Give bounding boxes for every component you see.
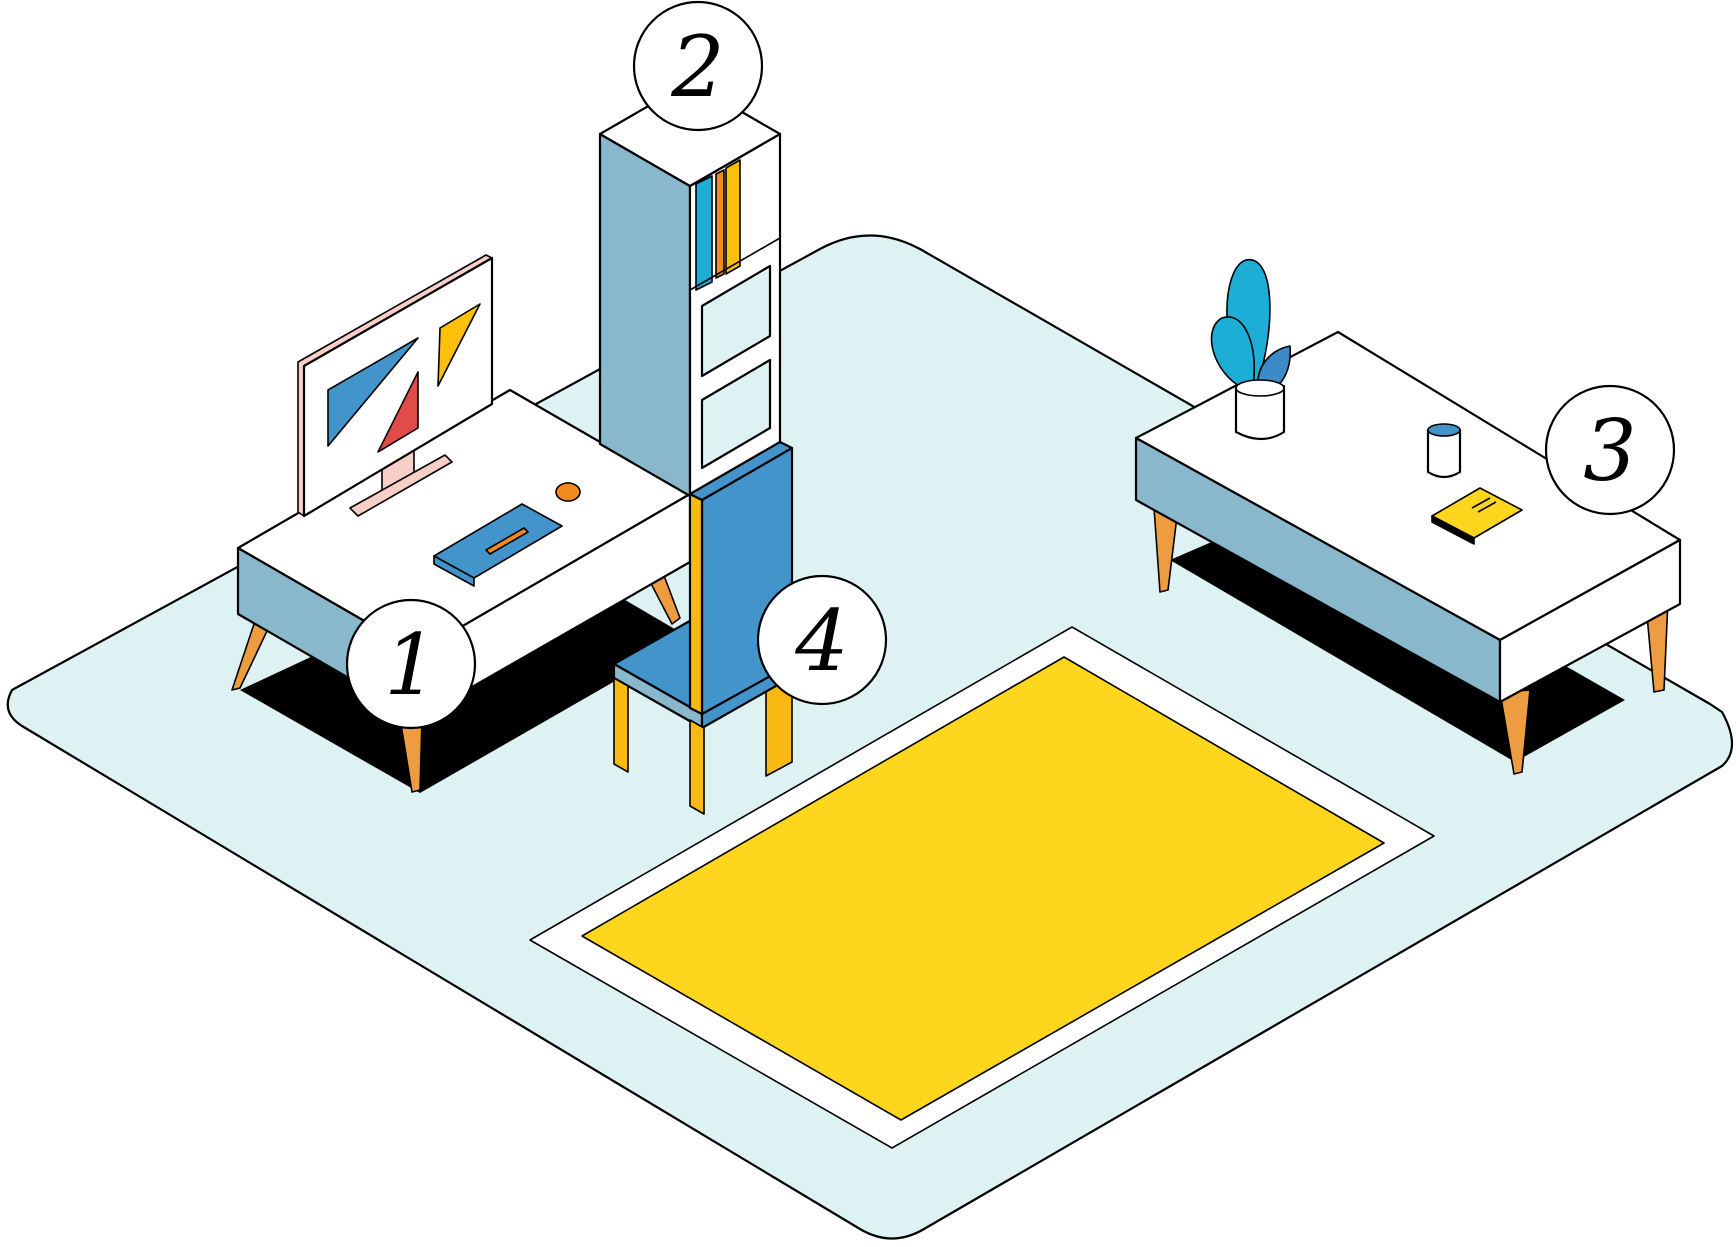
rug-center [581, 656, 1385, 1121]
screen-shape-yellow [437, 303, 481, 387]
book-yellow [725, 159, 741, 275]
plant-pot-rim [1235, 379, 1285, 397]
screen-shape-blue [327, 337, 419, 447]
callout-circle [1544, 384, 1676, 516]
side-table-side-right [1498, 538, 1682, 704]
callout-label: 3 [1583, 402, 1636, 500]
cabinet-door-upper [700, 264, 772, 378]
cup-water [1427, 423, 1461, 437]
monitor-base [349, 454, 453, 517]
mouse [555, 482, 581, 502]
bookshelf-side [598, 132, 692, 498]
keyboard-side [433, 555, 475, 587]
callout-label: 1 [384, 616, 437, 714]
leaf-left [1210, 316, 1256, 393]
chair [612, 440, 794, 815]
chair-leg-front-left [613, 677, 629, 773]
keyboard-slot [485, 527, 529, 555]
cup-body [1426, 428, 1462, 479]
book-orange [715, 169, 725, 279]
chair-leg-front [689, 719, 705, 815]
monitor [297, 254, 494, 518]
callout-3: 3 [1544, 384, 1676, 516]
chair-back-top [688, 440, 794, 502]
notebook-line [1477, 501, 1497, 513]
notebook-line [1471, 497, 1491, 509]
callout-circle [632, 0, 764, 132]
notebook-edge [1431, 515, 1475, 545]
plant [1210, 259, 1291, 441]
keyboard [433, 503, 563, 587]
callout-1: 1 [345, 598, 477, 730]
rug [529, 626, 1435, 1149]
callout-4: 4 [756, 574, 888, 706]
cabinet-door-lower [700, 358, 772, 470]
shelf-divider [689, 237, 781, 291]
chair-back-edge [688, 492, 704, 716]
cup [1426, 423, 1462, 479]
notebook [1431, 487, 1523, 545]
callout-2: 2 [632, 0, 764, 132]
screen-shape-red [377, 371, 419, 453]
callout-label: 2 [670, 18, 724, 116]
callout-label: 4 [794, 592, 848, 690]
monitor-screen [302, 256, 494, 518]
callout-circle [345, 598, 477, 730]
callout-circle [756, 574, 888, 706]
bookshelf [598, 80, 782, 498]
book-blue [695, 175, 713, 291]
